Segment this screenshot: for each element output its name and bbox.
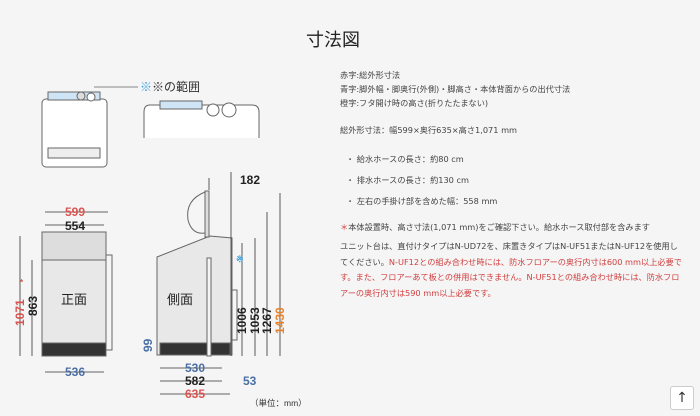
legend-red: 赤字:総外形寸法 — [340, 70, 401, 80]
side-view — [156, 190, 238, 357]
dim-530: 530 — [185, 361, 205, 375]
unit-note-warning: N-UF12との組み合わせ時には、防水フロアーの奥行内寸は600 mm以上必要で… — [340, 256, 682, 298]
unit-note-plain: ユニット台は、直付けタイプはN-UD72を、床置きタイプはN-UF51またはN-… — [340, 241, 678, 267]
dim-53: 53 — [243, 374, 257, 388]
dim-863: 863 — [26, 296, 40, 316]
asterisk-note: ＊本体設置時、高さ寸法(1,071 mm)をご確認下さい。給水ホース取付部を含み… — [340, 220, 650, 234]
svg-text:※※の範囲: ※※の範囲 — [140, 79, 200, 94]
side-label: 側面 — [167, 292, 193, 307]
scroll-to-top-button[interactable]: ↑ — [670, 386, 694, 410]
asterisk-mark: ＊ — [340, 222, 349, 232]
dim-1006: 1006 — [235, 307, 249, 334]
top-view-side — [143, 100, 260, 138]
legend-blue: 青字:脚外幅・脚奥行(外側)・脚高さ・本体背面からの出代寸法 — [340, 84, 571, 94]
dim-1006-mark: ※ — [236, 254, 244, 264]
dim-1071: 1071 — [13, 299, 27, 326]
overall-dimensions: 総外形寸法：幅599×奥行635×高さ1,071 mm — [340, 125, 518, 135]
top-view-front — [41, 91, 108, 168]
asterisk-note-text: 本体設置時、高さ寸法(1,071 mm)をご確認下さい。給水ホース取付部を含みま… — [348, 222, 650, 232]
dim-99: 99 — [141, 338, 155, 352]
front-view — [41, 231, 113, 357]
dim-599: 599 — [65, 205, 85, 219]
page-title: 寸法図 — [306, 30, 360, 51]
bullet-item: ・ 排水ホースの長さ：約130 cm — [346, 175, 469, 185]
arrow-up-icon: ↑ — [676, 390, 688, 406]
front-label: 正面 — [61, 292, 87, 307]
dim-554: 554 — [65, 219, 85, 233]
dimension-diagram: ※※の範囲 正面 599 554 536 1071 * 863 側面 182 ※… — [13, 79, 307, 408]
range-label: ※の範囲 — [152, 79, 200, 94]
dim-1267: 1267 — [260, 307, 274, 334]
unit-label: （単位：mm） — [250, 398, 307, 408]
dim-1053: 1053 — [248, 307, 262, 334]
dim-1430: 1430 — [273, 307, 287, 334]
unit-stand-note: ユニット台は、直付けタイプはN-UD72を、床置きタイプはN-UF51またはN-… — [340, 239, 685, 301]
bullet-item: ・ 左右の手掛け部を含めた幅：558 mm — [346, 196, 498, 206]
dim-182: 182 — [240, 173, 260, 187]
dim-536: 536 — [65, 365, 85, 379]
bullet-item: ・ 給水ホースの長さ：約80 cm — [346, 154, 464, 164]
legend-orange: 橙字:フタ開け時の高さ(折りたたまない) — [340, 98, 489, 108]
dim-582: 582 — [185, 374, 205, 388]
dim-1071-mark: * — [20, 278, 24, 287]
dim-635: 635 — [185, 387, 205, 401]
